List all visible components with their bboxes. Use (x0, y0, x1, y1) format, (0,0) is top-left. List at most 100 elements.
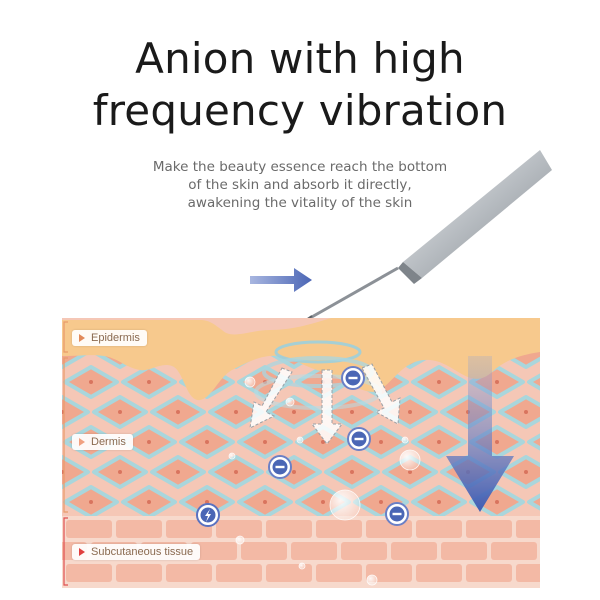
cell-nucleus (524, 410, 528, 414)
cell-nucleus (495, 380, 499, 384)
cell-nucleus (379, 500, 383, 504)
dermis-cell (527, 373, 540, 391)
pointer-arrow-icon (79, 438, 85, 447)
subtitle-line-3: awakening the vitality of the skin (187, 195, 413, 211)
cell-nucleus (292, 470, 296, 474)
cell-nucleus (321, 500, 325, 504)
cell-nucleus (147, 500, 151, 504)
fat-cell (516, 564, 540, 582)
cell-nucleus (553, 440, 557, 444)
cell-nucleus (118, 470, 122, 474)
essence-bubble (285, 397, 295, 407)
cell-nucleus (495, 500, 499, 504)
cell-nucleus (234, 470, 238, 474)
essence-bubbles (228, 376, 421, 586)
fat-cell (66, 564, 112, 582)
cell-nucleus (437, 380, 441, 384)
cell-nucleus (89, 380, 93, 384)
pointer-arrow-icon (79, 334, 85, 343)
fat-cell (291, 542, 337, 560)
cell-nucleus (408, 410, 412, 414)
essence-bubble (228, 452, 236, 460)
essence-bubble (235, 535, 245, 545)
anion-ion-icon (341, 366, 365, 390)
cell-nucleus (176, 470, 180, 474)
pointer-arrow-icon (79, 548, 85, 557)
dermis-cell (62, 455, 90, 489)
cell-nucleus (147, 380, 151, 384)
anion-ion-icon (385, 502, 409, 526)
layer-brackets (63, 321, 68, 586)
fat-cell (116, 520, 162, 538)
cell-nucleus (524, 470, 528, 474)
cell-nucleus (263, 500, 267, 504)
fat-cell (266, 520, 312, 538)
fat-cell (466, 520, 512, 538)
layer-label-subcutaneous: Subcutaneous tissue (72, 544, 201, 560)
fat-cell (466, 564, 512, 582)
cell-nucleus (553, 380, 557, 384)
penetration-arrows (249, 363, 401, 445)
dermis-cell (527, 493, 540, 511)
direction-arrow-icon (250, 268, 312, 292)
layer-label-epidermis: Epidermis (72, 330, 147, 346)
subtitle-line-2: of the skin and absorb it directly, (188, 177, 412, 193)
cell-nucleus (147, 440, 151, 444)
fat-cell (366, 564, 412, 582)
fat-cell (316, 564, 362, 582)
subtitle-line-1: Make the beauty essence reach the bottom (152, 159, 448, 175)
fat-cell (216, 520, 262, 538)
anion-ion-icon (268, 455, 292, 479)
cell-nucleus (89, 500, 93, 504)
deep-penetration-arrow-icon (446, 356, 514, 512)
essence-bubble (298, 562, 306, 570)
cell-nucleus (292, 410, 296, 414)
fat-cell (491, 542, 537, 560)
essence-bubble (296, 436, 304, 444)
fat-cell (116, 564, 162, 582)
fat-cell (341, 542, 387, 560)
page-title-line-2: frequency vibration (92, 86, 508, 135)
cell-nucleus (350, 470, 354, 474)
cell-nucleus (495, 440, 499, 444)
dermis-cell (498, 455, 540, 489)
cell-nucleus (176, 410, 180, 414)
cell-nucleus (379, 440, 383, 444)
fat-cell (516, 520, 540, 538)
anion-ion-icon (347, 427, 371, 451)
fat-cell (416, 520, 462, 538)
cell-nucleus (321, 440, 325, 444)
cell-nucleus (408, 470, 412, 474)
beauty-probe-icon (305, 150, 552, 321)
fat-cell (66, 520, 112, 538)
fat-cell (416, 564, 462, 582)
essence-bubble (366, 574, 378, 586)
essence-bubble (399, 449, 421, 471)
layer-label-text: Dermis (91, 436, 126, 448)
dermis-cell (527, 433, 540, 451)
fat-cell (166, 564, 212, 582)
lightning-ion-icon (196, 503, 220, 527)
fat-cell (391, 542, 437, 560)
layer-label-text: Subcutaneous tissue (91, 546, 194, 558)
dermis-cell (62, 395, 90, 429)
fat-cell (316, 520, 362, 538)
cell-nucleus (205, 440, 209, 444)
cell-nucleus (234, 410, 238, 414)
dermis-cell (498, 395, 540, 429)
layer-label-text: Epidermis (91, 332, 140, 344)
fat-cell (441, 542, 487, 560)
essence-bubble (244, 376, 256, 388)
cell-nucleus (118, 410, 122, 414)
fat-cell (241, 542, 287, 560)
cell-nucleus (553, 500, 557, 504)
cell-nucleus (437, 440, 441, 444)
fat-cell (191, 542, 237, 560)
anion-ions (268, 366, 409, 526)
cell-nucleus (263, 440, 267, 444)
page-title-line-1: Anion with high (135, 34, 465, 83)
cell-nucleus (350, 410, 354, 414)
essence-bubble (329, 489, 361, 521)
fat-cell (166, 520, 212, 538)
